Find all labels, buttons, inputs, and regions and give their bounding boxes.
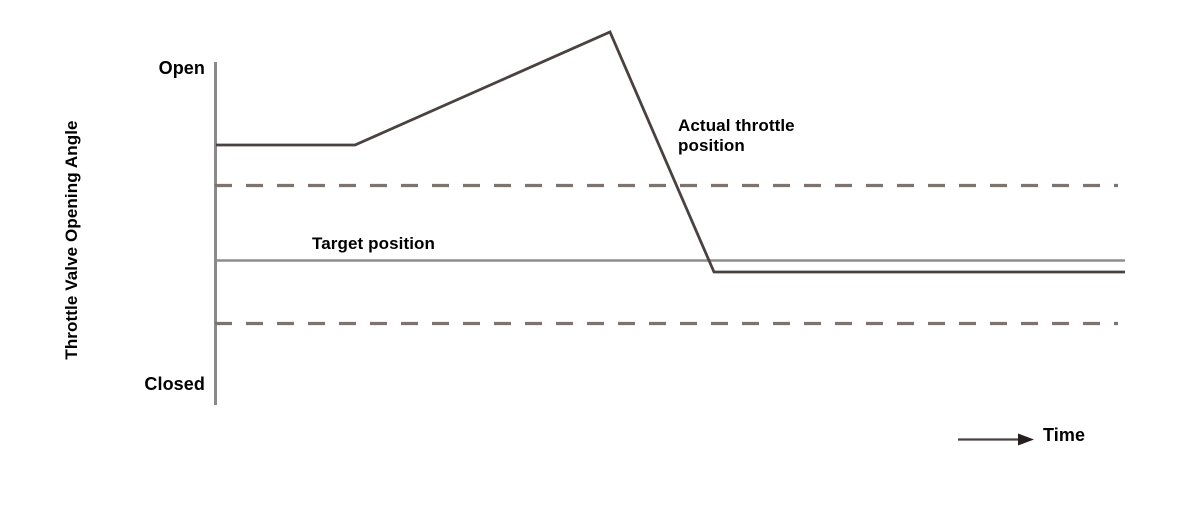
actual-throttle-position-line: [216, 30, 1125, 274]
actual-annotation-line-2: position: [678, 136, 745, 156]
actual-annotation-line-1: Actual throttle: [678, 116, 795, 135]
y-axis-tick-open: Open: [158, 58, 205, 78]
time-axis-arrow: [958, 433, 1034, 446]
x-axis-label-time: Time: [1043, 425, 1086, 445]
y-axis-title: Throttle Valve Opening Angle: [61, 120, 81, 360]
target-position-annotation: Target position: [312, 234, 436, 253]
y-axis-tick-closed: Closed: [144, 374, 205, 394]
